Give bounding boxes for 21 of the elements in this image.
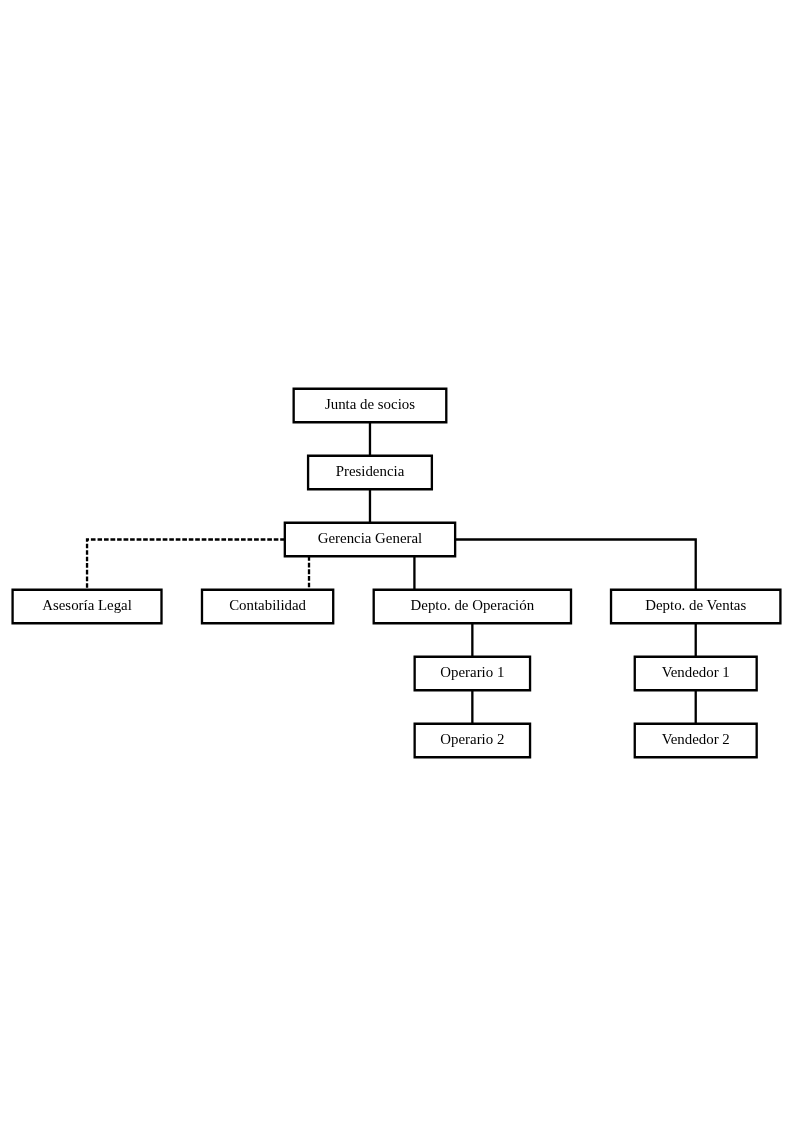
- node-box: Asesoría Legal: [11, 588, 163, 624]
- connector: [368, 421, 372, 455]
- node-box: Junta de socios: [292, 387, 448, 423]
- connector: [455, 537, 697, 590]
- connector: [694, 622, 697, 656]
- connector: [413, 555, 416, 589]
- node-box: Depto. de Ventas: [609, 588, 782, 624]
- connector: [307, 555, 311, 589]
- connector: [471, 689, 474, 723]
- connector: [694, 689, 697, 723]
- node-box: Presidencia: [306, 454, 434, 490]
- node-box: Operario 2: [413, 722, 532, 758]
- connector: [85, 537, 285, 590]
- node-box: Contabilidad: [200, 588, 335, 624]
- node-box: Depto. de Operación: [372, 588, 573, 624]
- node-box: Operario 1: [413, 655, 532, 691]
- connector: [368, 488, 372, 522]
- node-box: Vendedor 2: [633, 722, 758, 758]
- node-box: Gerencia General: [283, 521, 457, 557]
- node-box: Vendedor 1: [633, 655, 758, 691]
- connector: [471, 622, 474, 656]
